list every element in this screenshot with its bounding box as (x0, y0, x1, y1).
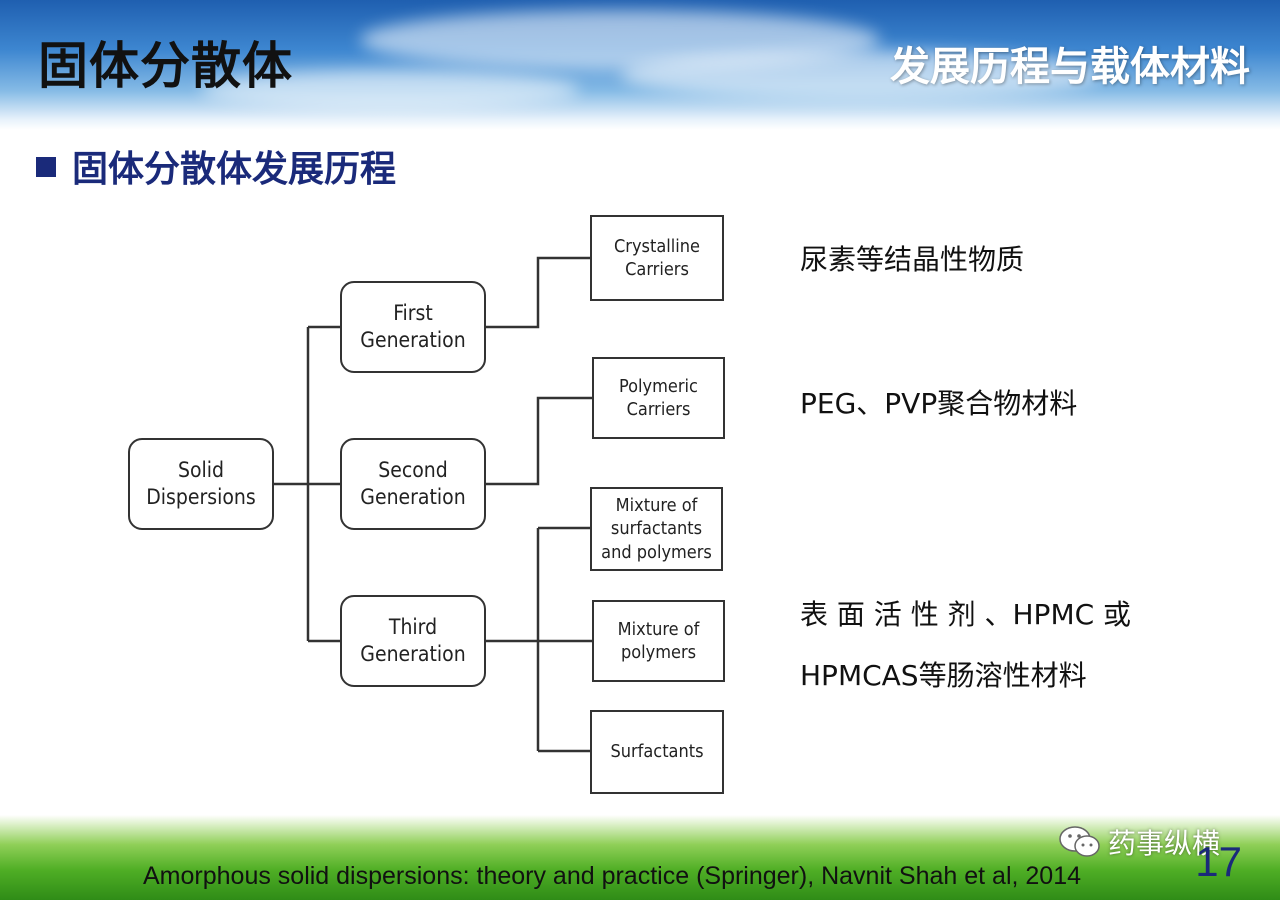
note-first-generation: 尿素等结晶性物质 (800, 243, 1025, 276)
cloud (200, 70, 580, 110)
note-second-generation: PEG、PVP聚合物材料 (800, 387, 1078, 420)
page-number: 17 (1195, 838, 1242, 885)
watermark-text: 药事纵横 (1108, 827, 1221, 860)
node-third-generation: Third Generation (340, 595, 486, 687)
node-surfactants: Surfactants (590, 710, 724, 794)
connector-line (485, 256, 590, 329)
section-tag: 发展历程与载体材料 (890, 44, 1250, 90)
sky-header: 固体分散体 发展历程与载体材料 (0, 0, 1280, 130)
note-third-generation-line2: HPMCAS等肠溶性材料 (800, 659, 1087, 692)
subtitle-text: 固体分散体发展历程 (72, 149, 397, 190)
watermark: 药事纵横 (1058, 822, 1220, 862)
note-third-generation-line1: 表 面 活 性 剂 、HPMC 或 (800, 598, 1132, 631)
node-mixture-polymers: Mixture of polymers (592, 600, 725, 682)
slide-title: 固体分散体 (38, 37, 293, 95)
cloud (620, 50, 1100, 100)
node-crystalline-carriers: Crystalline Carriers (590, 215, 724, 301)
node-first-generation: First Generation (340, 281, 486, 373)
slide-subtitle: 固体分散体发展历程 (36, 140, 396, 192)
connector-line (485, 396, 592, 486)
citation-text: Amorphous solid dispersions: theory and … (143, 862, 1082, 890)
node-polymeric-carriers: Polymeric Carriers (592, 357, 725, 439)
square-bullet-icon (36, 157, 56, 177)
node-root: Solid Dispersions (128, 438, 274, 530)
node-mixture-surfactants-polymers: Mixture of surfactants and polymers (590, 487, 723, 571)
node-second-generation: Second Generation (340, 438, 486, 530)
wechat-icon (1059, 826, 1100, 857)
